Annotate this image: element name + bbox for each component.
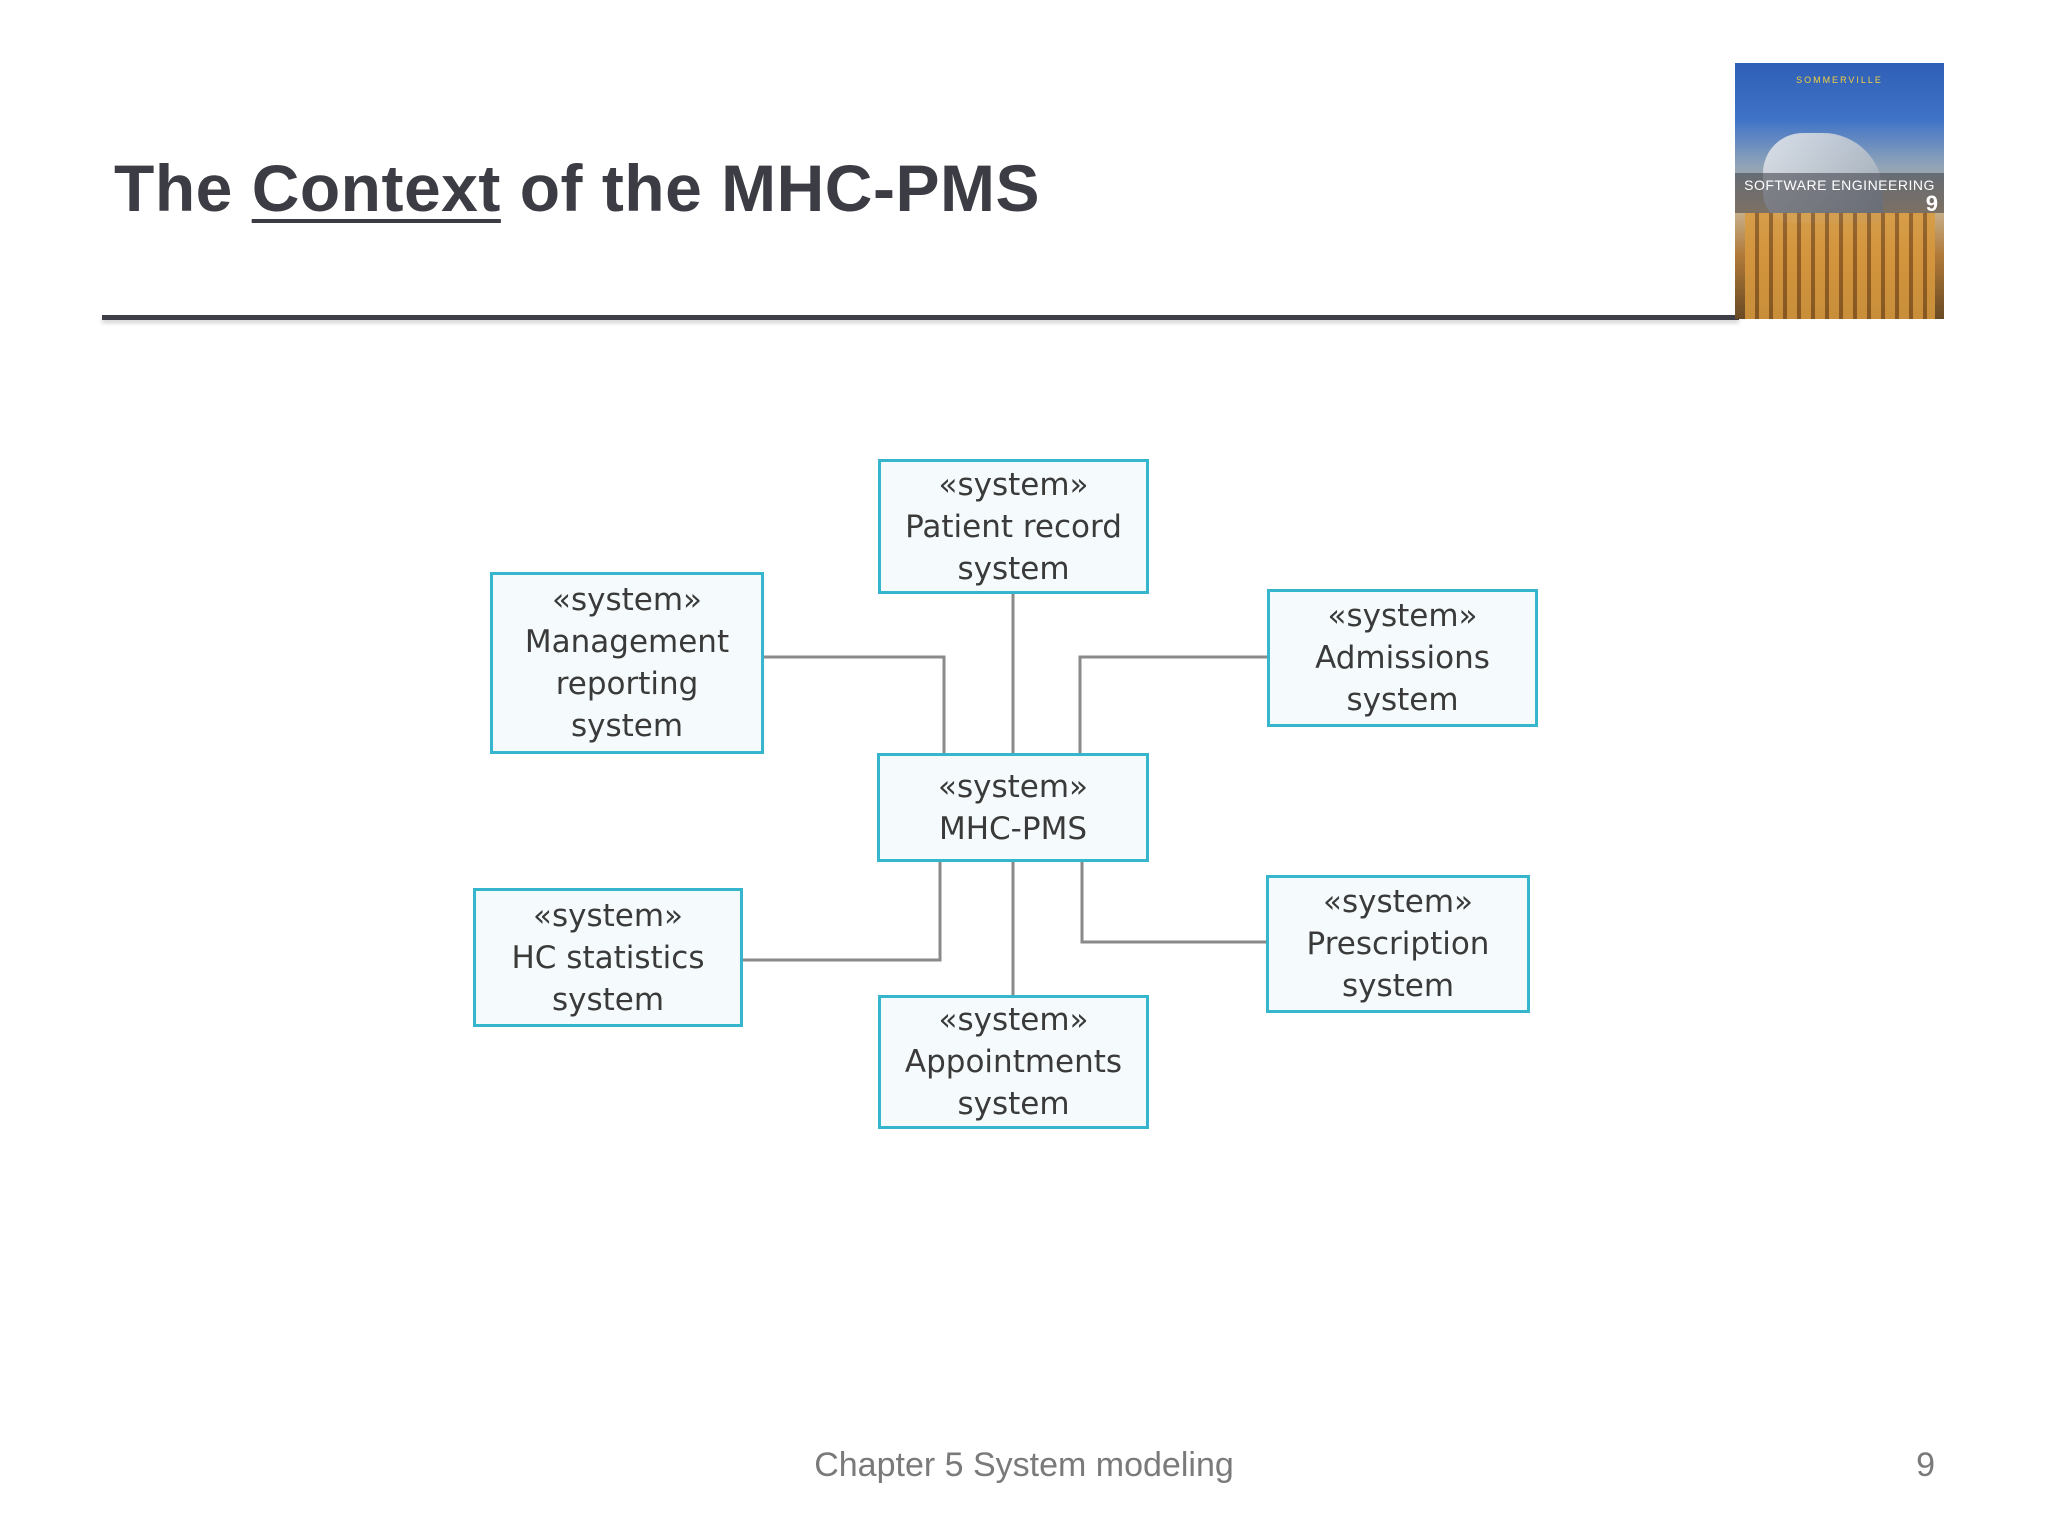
node-label: system: [1341, 968, 1455, 1004]
connector-admissions: [1078, 655, 1267, 753]
node-label: system: [570, 708, 684, 744]
appointments-system-box: «system» Appointments system: [878, 995, 1149, 1129]
node-label: system: [957, 550, 1070, 587]
node-label: system: [957, 1086, 1070, 1122]
cover-edition: 9: [1925, 191, 1938, 216]
title-underlined-word: Context: [251, 151, 501, 225]
node-label: Management: [524, 624, 730, 660]
node-label: system: [551, 981, 665, 1018]
stereotype-label: «system»: [1327, 598, 1478, 634]
connector-prescription: [1080, 862, 1266, 944]
node-label: MHC-PMS: [938, 810, 1087, 847]
node-label: Admissions: [1315, 640, 1490, 676]
node-label: reporting: [555, 666, 699, 702]
prescription-system-box: «system» Prescription system: [1266, 875, 1530, 1013]
node-label: Appointments: [904, 1044, 1123, 1080]
slide-title: The Context of the MHC-PMS: [114, 150, 1040, 226]
stereotype-label: «system»: [938, 466, 1089, 503]
stereotype-label: «system»: [937, 768, 1088, 805]
admissions-system-box: «system» Admissions system: [1267, 589, 1538, 727]
title-text-end: of the MHC-PMS: [500, 151, 1040, 225]
hc-statistics-system-box: «system» HC statistics system: [473, 888, 743, 1027]
management-reporting-system-box: «system» Management reporting system: [490, 572, 764, 754]
title-divider: [102, 315, 1739, 320]
cover-scaffold-shape: [1745, 213, 1935, 319]
page-number: 9: [1916, 1446, 1935, 1484]
book-cover-image: SOMMERVILLE SOFTWARE ENGINEERING 9: [1735, 63, 1944, 319]
cover-title: SOFTWARE ENGINEERING: [1744, 177, 1935, 193]
title-text-start: The: [114, 151, 252, 225]
mhc-pms-system-box: «system» MHC-PMS: [877, 753, 1149, 862]
stereotype-label: «system»: [1322, 884, 1473, 920]
node-label: Prescription: [1306, 926, 1490, 962]
connector-management-reporting: [764, 655, 946, 753]
patient-record-system-box: «system» Patient record system: [878, 459, 1149, 594]
node-label: system: [1346, 682, 1459, 718]
node-label: HC statistics: [511, 939, 705, 976]
stereotype-label: «system»: [532, 897, 683, 934]
slide-footer: Chapter 5 System modeling: [814, 1446, 1234, 1484]
cover-title-band: [1735, 173, 1944, 213]
cover-author: SOMMERVILLE: [1796, 75, 1883, 85]
node-label: Patient record: [905, 508, 1122, 545]
stereotype-label: «system»: [551, 582, 702, 618]
connector-hc-statistics: [743, 862, 942, 962]
stereotype-label: «system»: [938, 1002, 1089, 1038]
